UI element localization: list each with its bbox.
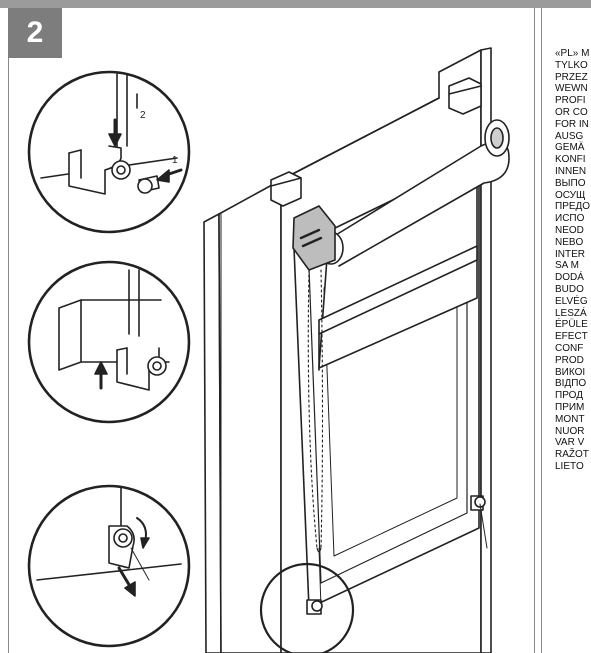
detail-3-chain-tensioner xyxy=(27,484,191,648)
notice-line: ВІДПО xyxy=(555,378,587,390)
notice-line: INTER xyxy=(555,248,585,260)
notice-line: ELVÉG xyxy=(555,295,588,307)
notice-line: RAŽOT xyxy=(555,449,589,461)
notice-line: LESZÁ xyxy=(555,307,587,319)
notice-line: PROFI xyxy=(555,95,586,107)
notice-line: WEWN xyxy=(555,83,588,95)
notice-line: ÉPÜLE xyxy=(555,319,588,331)
notice-line: SA M xyxy=(555,260,579,272)
notice-line: NEOD xyxy=(555,224,584,236)
notice-line: GEMÄ xyxy=(555,142,585,154)
notice-line: EFECT xyxy=(555,331,588,343)
svg-text:1: 1 xyxy=(172,155,178,166)
detail-2-bracket-slide xyxy=(27,260,191,424)
detail-highlight-circle xyxy=(259,562,355,653)
step-number: 2 xyxy=(26,16,44,49)
column-divider xyxy=(541,8,542,653)
svg-text:2: 2 xyxy=(140,110,146,121)
notice-line: PRZEZ xyxy=(555,71,588,83)
notice-line: ПРОД xyxy=(555,390,583,402)
installation-illustration: 2 1 xyxy=(27,47,510,653)
notice-line: CONF xyxy=(555,342,584,354)
notice-line: «PL» M xyxy=(555,48,590,59)
notice-line: NEBO xyxy=(555,236,584,248)
notice-line: ИСПО xyxy=(555,213,585,225)
notice-line: ПРЕДО xyxy=(555,201,591,213)
notice-line: KONFI xyxy=(555,154,586,166)
notice-line: INNEN xyxy=(555,165,587,177)
notice-line: OR CO xyxy=(555,106,588,118)
roller-blind xyxy=(270,77,510,371)
notice-line: ВИКОІ xyxy=(555,366,586,378)
notice-line: FOR IN xyxy=(555,118,589,130)
step-number-badge: 2 xyxy=(8,8,62,58)
notice-line: ВЫПО xyxy=(555,177,586,189)
notice-line: ОСУЩ xyxy=(555,189,586,201)
chain-tensioner xyxy=(306,495,488,615)
notice-line: AUSG xyxy=(555,130,584,142)
notice-line: MONT xyxy=(555,413,585,425)
notice-line: PROD xyxy=(555,354,584,366)
notice-line: BUDO xyxy=(555,283,584,295)
notice-line: NUOR xyxy=(555,425,585,437)
detail-1-bracket-screw: 2 1 xyxy=(27,70,191,234)
notice-line: LIETO xyxy=(555,460,584,472)
bead-chain xyxy=(307,269,324,609)
notice-line: TYLKO xyxy=(555,59,588,71)
header-bar xyxy=(0,0,591,8)
notice-line: DODÁ xyxy=(555,272,584,284)
page-frame xyxy=(8,8,535,653)
notice-line: VAR V xyxy=(555,437,585,449)
notice-line: ПРИМ xyxy=(555,401,585,413)
